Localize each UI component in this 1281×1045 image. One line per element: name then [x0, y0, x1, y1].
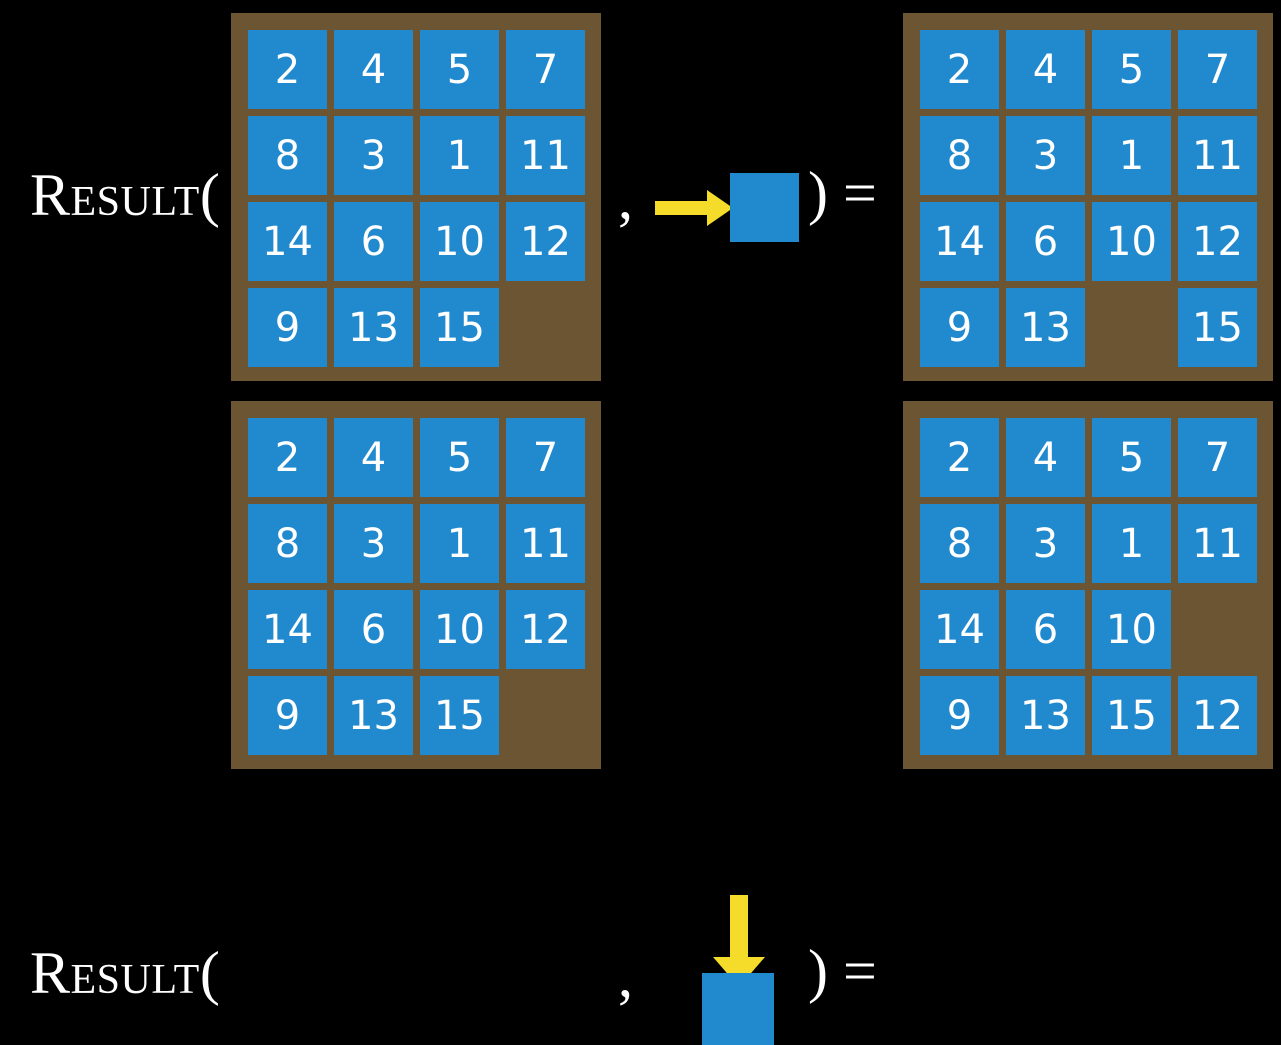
- tile: 13: [334, 288, 413, 367]
- tile: 13: [334, 676, 413, 755]
- tile: 14: [920, 590, 999, 669]
- argument-separator-comma: ,: [618, 943, 633, 1009]
- tile: 7: [506, 418, 585, 497]
- operator-area-row-1: , ) =: [600, 0, 900, 390]
- tile: 13: [1006, 288, 1085, 367]
- tile: 5: [1092, 30, 1171, 109]
- input-board-row-2: 2 4 5 7 8 3 1 11 14 6 10 12 9 13 15: [231, 401, 601, 769]
- tile: 9: [920, 676, 999, 755]
- tile: 12: [506, 590, 585, 669]
- tile: 5: [1092, 418, 1171, 497]
- tile: 7: [506, 30, 585, 109]
- tile: 12: [1178, 676, 1257, 755]
- tile: 15: [1178, 288, 1257, 367]
- tile: 11: [506, 116, 585, 195]
- input-board-row-1: 2 4 5 7 8 3 1 11 14 6 10 12 9 13 15: [231, 13, 601, 381]
- tile: 3: [1006, 116, 1085, 195]
- tile: 8: [920, 504, 999, 583]
- tile: 8: [248, 504, 327, 583]
- tile: 13: [1006, 676, 1085, 755]
- tile: 6: [1006, 590, 1085, 669]
- close-paren-equals-row-2: ) =: [808, 938, 877, 1004]
- result-function-label-row-1: Result(: [30, 162, 221, 228]
- output-board-row-1-grid: 2 4 5 7 8 3 1 11 14 6 10 12 9 13 15: [920, 30, 1257, 367]
- tile: 11: [1178, 116, 1257, 195]
- tile: 10: [1092, 202, 1171, 281]
- tile: 3: [334, 116, 413, 195]
- operator-area-row-2: , ) =: [600, 390, 900, 1045]
- tile: 2: [248, 30, 327, 109]
- tile: 1: [420, 504, 499, 583]
- tile: 5: [420, 418, 499, 497]
- tile: 1: [1092, 504, 1171, 583]
- tile: 10: [420, 590, 499, 669]
- tile: 8: [248, 116, 327, 195]
- tile: 2: [920, 418, 999, 497]
- tile: 4: [1006, 30, 1085, 109]
- argument-separator-comma: ,: [618, 165, 633, 231]
- tile-blank: [1092, 288, 1171, 367]
- tile: 9: [248, 288, 327, 367]
- tile: 4: [1006, 418, 1085, 497]
- close-paren-equals-row-1: ) =: [808, 160, 877, 226]
- tile: 11: [506, 504, 585, 583]
- tile: 7: [1178, 30, 1257, 109]
- tile: 7: [1178, 418, 1257, 497]
- tile: 2: [248, 418, 327, 497]
- tile-blank: [506, 676, 585, 755]
- tile: 8: [920, 116, 999, 195]
- output-board-row-2-grid: 2 4 5 7 8 3 1 11 14 6 10 9 13 15 12: [920, 418, 1257, 755]
- equation-row-move-down: Result( 2 4 5 7 8 3 1 11 14 6 10 12 9 13…: [0, 390, 1281, 1045]
- tile: 6: [334, 590, 413, 669]
- tile: 9: [920, 288, 999, 367]
- output-board-row-2: 2 4 5 7 8 3 1 11 14 6 10 9 13 15 12: [903, 401, 1273, 769]
- tile-blank: [1178, 590, 1257, 669]
- output-board-row-1: 2 4 5 7 8 3 1 11 14 6 10 12 9 13 15: [903, 13, 1273, 381]
- arrow-right-icon: [655, 190, 733, 226]
- tile: 6: [1006, 202, 1085, 281]
- tile: 3: [334, 504, 413, 583]
- tile: 6: [334, 202, 413, 281]
- input-board-row-2-grid: 2 4 5 7 8 3 1 11 14 6 10 12 9 13 15: [248, 418, 585, 755]
- input-board-row-1-grid: 2 4 5 7 8 3 1 11 14 6 10 12 9 13 15: [248, 30, 585, 367]
- tile: 14: [248, 590, 327, 669]
- tile: 9: [248, 676, 327, 755]
- tile: 12: [506, 202, 585, 281]
- equation-row-move-right: Result( 2 4 5 7 8 3 1 11 14 6 10 12 9 13…: [0, 0, 1281, 390]
- tile: 14: [248, 202, 327, 281]
- tile: 12: [1178, 202, 1257, 281]
- tile: 11: [1178, 504, 1257, 583]
- tile: 10: [420, 202, 499, 281]
- move-target-square-row-2: [702, 973, 774, 1045]
- tile: 15: [1092, 676, 1171, 755]
- result-function-label-row-2: Result(: [30, 940, 221, 1006]
- tile: 1: [420, 116, 499, 195]
- tile: 1: [1092, 116, 1171, 195]
- tile: 15: [420, 676, 499, 755]
- tile: 14: [920, 202, 999, 281]
- tile: 3: [1006, 504, 1085, 583]
- tile: 15: [420, 288, 499, 367]
- tile: 10: [1092, 590, 1171, 669]
- tile: 2: [920, 30, 999, 109]
- tile: 5: [420, 30, 499, 109]
- move-target-square-row-1: [730, 173, 799, 242]
- tile: 4: [334, 418, 413, 497]
- tile: 4: [334, 30, 413, 109]
- tile-blank: [506, 288, 585, 367]
